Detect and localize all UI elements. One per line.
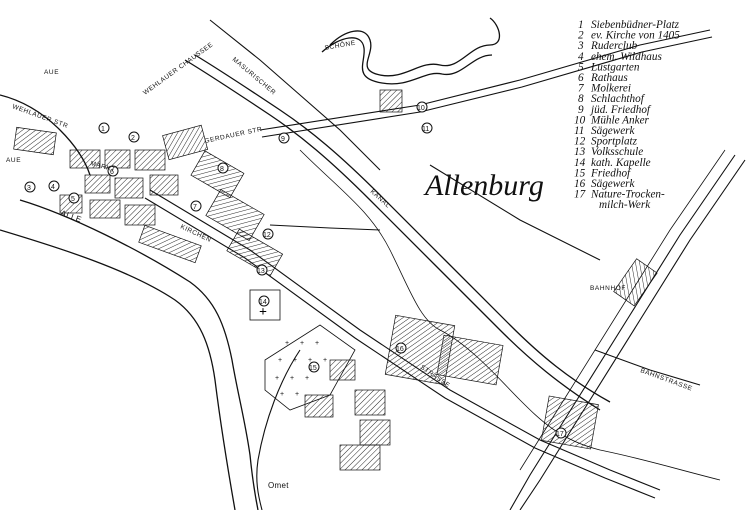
road-south bbox=[256, 349, 301, 510]
legend-entry: Mühle Anker bbox=[590, 114, 650, 126]
svg-text:+: + bbox=[275, 375, 279, 382]
legend-entry: Sportplatz bbox=[591, 136, 638, 148]
legend-number: 1 bbox=[578, 19, 584, 31]
river-schoene bbox=[329, 17, 501, 77]
svg-text:+: + bbox=[278, 357, 282, 364]
svg-text:+: + bbox=[293, 357, 297, 364]
marker-5: 5 bbox=[71, 196, 75, 203]
railway-2 bbox=[509, 154, 736, 510]
marker-8: 8 bbox=[220, 166, 224, 173]
svg-text:+: + bbox=[323, 357, 327, 364]
svg-text:+: + bbox=[290, 375, 294, 382]
road-bahn bbox=[594, 349, 701, 386]
label-masurischer: MASURISCHER bbox=[231, 56, 277, 96]
road-masurischer bbox=[209, 19, 381, 171]
legend-entry: Rathaus bbox=[590, 72, 628, 84]
legend-number: 14 bbox=[574, 157, 586, 169]
svg-text:+: + bbox=[305, 375, 309, 382]
legend-entry: jüd. Friedhof bbox=[589, 104, 652, 116]
legend-entry: Schlachthof bbox=[591, 93, 646, 105]
canal-masurischer-2 bbox=[194, 54, 611, 403]
road-east-upper-2 bbox=[261, 36, 713, 138]
legend-entry: Sägewerk bbox=[591, 125, 636, 137]
legend-number: 6 bbox=[578, 72, 584, 84]
marker-17: 17 bbox=[556, 431, 564, 438]
legend-entry: Nature-Trocken- bbox=[590, 189, 665, 201]
legend-entry: milch-Werk bbox=[599, 199, 651, 211]
legend-entry: ehem. Wildhaus bbox=[591, 51, 662, 63]
legend-number: 4 bbox=[578, 51, 584, 63]
river-schoene-2 bbox=[321, 37, 493, 85]
legend-entry: kath. Kapelle bbox=[591, 157, 651, 169]
legend-number: 13 bbox=[574, 146, 586, 158]
label-aue-left: AUE bbox=[6, 157, 21, 164]
marker-1: 1 bbox=[101, 126, 105, 133]
label-gerdauer-str: GERDAUER STR bbox=[204, 126, 263, 145]
legend: 1 Siebenbüdner-Platz 2 ev. Kirche von 1405 3… bbox=[574, 19, 680, 211]
svg-text:+: + bbox=[308, 357, 312, 364]
legend-number: 12 bbox=[574, 136, 586, 148]
marker-7: 7 bbox=[193, 204, 197, 211]
legend-number: 16 bbox=[574, 178, 586, 190]
marker-11: 11 bbox=[422, 126, 429, 133]
map-title: Allenburg bbox=[423, 169, 544, 202]
legend-number: 9 bbox=[578, 104, 584, 116]
svg-text:+: + bbox=[295, 391, 299, 398]
legend-entry: Siebenbüdner-Platz bbox=[591, 19, 680, 31]
legend-entry: Friedhof bbox=[590, 167, 632, 179]
legend-number: 17 bbox=[574, 189, 586, 201]
map-markers: 1 2 3 4 5 6 7 8 9 10 11 12 13 14 15 16 1… bbox=[24, 101, 567, 439]
svg-text:+: + bbox=[285, 340, 289, 347]
label-bahnstrasse: BAHNSTRASSE bbox=[639, 367, 693, 392]
legend-number: 11 bbox=[574, 125, 584, 137]
marker-4: 4 bbox=[51, 184, 55, 191]
road-east-upper bbox=[259, 29, 711, 131]
legend-entry: Ruderclub bbox=[590, 40, 638, 52]
svg-text:+: + bbox=[300, 340, 304, 347]
legend-entry: Lustgarten bbox=[590, 61, 640, 73]
cemetery-crosses: + + + + + + + + + + + + bbox=[275, 340, 327, 398]
marker-6: 6 bbox=[110, 169, 114, 176]
river-alle-bank-2 bbox=[0, 229, 236, 510]
marker-16: 16 bbox=[396, 346, 404, 353]
label-wehlauer-str: WEHLAUER STR bbox=[11, 103, 69, 130]
legend-entry: Sägewerk bbox=[591, 178, 636, 190]
legend-number: 15 bbox=[574, 167, 586, 179]
marker-14: 14 bbox=[259, 299, 267, 306]
legend-number: 2 bbox=[578, 30, 584, 42]
town-blocks bbox=[13, 89, 658, 471]
chapel-cross-icon: + bbox=[259, 305, 267, 320]
legend-entry: Volksschule bbox=[591, 146, 643, 158]
marker-12: 12 bbox=[263, 232, 271, 239]
legend-number: 3 bbox=[577, 40, 584, 52]
label-kanal: KANAL bbox=[369, 188, 392, 209]
svg-text:+: + bbox=[280, 391, 284, 398]
legend-entry: Molkerei bbox=[590, 83, 631, 95]
svg-text:+: + bbox=[315, 340, 319, 347]
marker-3: 3 bbox=[27, 185, 31, 192]
legend-number: 7 bbox=[578, 83, 584, 95]
chapel-plot bbox=[249, 289, 281, 321]
marker-10: 10 bbox=[417, 105, 425, 112]
road-east-lower bbox=[429, 164, 601, 261]
label-bahnhof: BAHNHOF bbox=[590, 285, 626, 292]
label-wehlauer-chaussee: WEHLAUER CHAUSSEE bbox=[142, 41, 215, 96]
marker-13: 13 bbox=[257, 268, 265, 275]
label-omet: Omet bbox=[268, 481, 289, 490]
legend-number: 8 bbox=[578, 93, 584, 105]
railway bbox=[519, 159, 746, 510]
marker-9: 9 bbox=[281, 136, 285, 143]
canal-masurischer bbox=[184, 59, 601, 411]
legend-number: 10 bbox=[574, 114, 586, 126]
river-alle-bank bbox=[19, 199, 259, 510]
legend-entry: ev. Kirche von 1405 bbox=[591, 30, 680, 42]
label-aue-top: AUE bbox=[44, 69, 59, 76]
marker-2: 2 bbox=[131, 135, 135, 142]
cemetery-outline bbox=[264, 324, 356, 411]
marker-15: 15 bbox=[309, 365, 317, 372]
legend-number: 5 bbox=[578, 61, 584, 73]
road-sportplatz bbox=[269, 224, 381, 231]
